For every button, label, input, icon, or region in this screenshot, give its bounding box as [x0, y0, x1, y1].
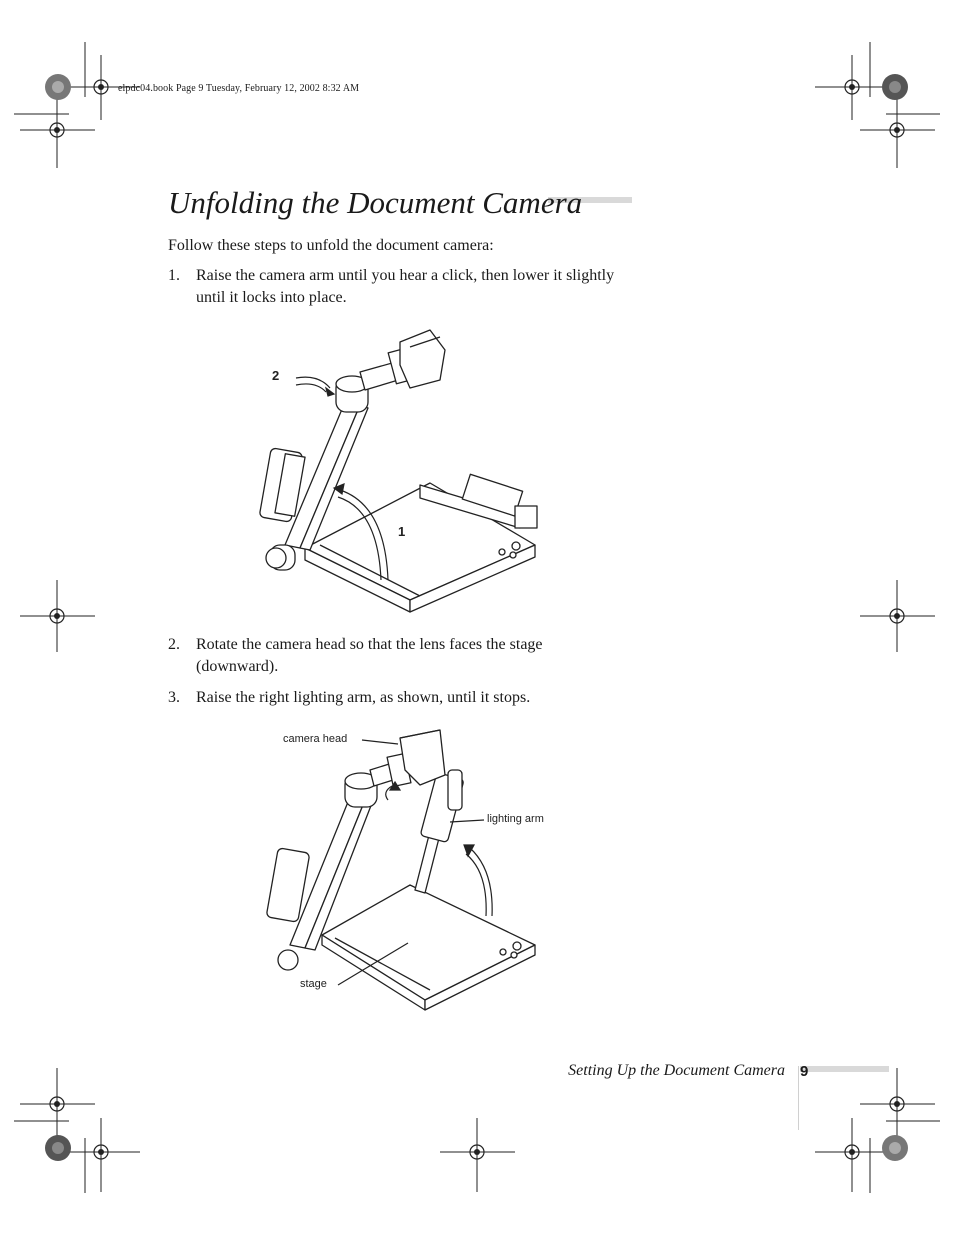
footer-vertical-rule — [798, 1066, 799, 1130]
step-text-line: Raise the right lighting arm, as shown, … — [196, 689, 531, 706]
step-number: 3. — [168, 689, 180, 706]
label-stage: stage — [300, 978, 327, 990]
step-number: 2. — [168, 636, 180, 653]
footer-rule — [800, 1066, 889, 1072]
step-text-line: until it locks into place. — [196, 289, 347, 306]
step-text-line: Raise the camera arm until you hear a cl… — [196, 267, 615, 284]
label-lighting-arm: lighting arm — [487, 813, 544, 825]
page-title: Unfolding the Document Camera — [168, 185, 583, 220]
step-number: 1. — [168, 267, 180, 284]
title-rule — [548, 197, 632, 203]
page-number: 9 — [800, 1063, 809, 1080]
callout-2: 2 — [272, 368, 279, 383]
label-camera-head: camera head — [283, 733, 347, 745]
stage-top — [321, 884, 536, 1001]
footer-section-title: Setting Up the Document Camera — [568, 1062, 785, 1079]
step-text-line: (downward). — [196, 658, 279, 675]
step-text-line: Rotate the camera head so that the lens … — [196, 636, 543, 653]
intro-paragraph: Follow these steps to unfold the documen… — [168, 237, 494, 254]
print-slug: elpdc04.book Page 9 Tuesday, February 12… — [118, 83, 360, 94]
callout-1: 1 — [398, 524, 405, 539]
